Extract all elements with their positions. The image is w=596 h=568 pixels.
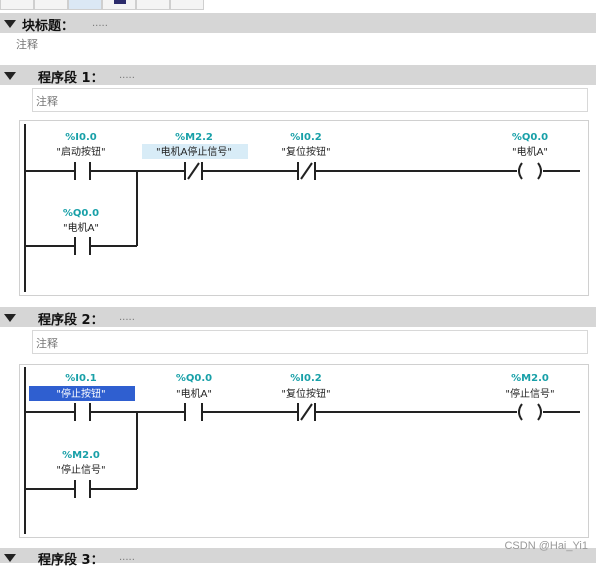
coil-symbol[interactable]: "停止信号" — [505, 387, 554, 400]
nc-contact-motor-a-stop-signal[interactable]: %M2.2 "电机A停止信号" — [142, 132, 248, 180]
tab-3[interactable] — [68, 0, 102, 10]
network-3-title: 程序段 3： — [38, 553, 104, 568]
tab-4[interactable] — [102, 0, 136, 10]
tab-2[interactable] — [34, 0, 68, 10]
contact-symbol[interactable]: "复位按钮" — [281, 145, 330, 158]
contact-slash — [300, 403, 313, 421]
coil-motor-a[interactable]: %Q0.0 "电机A" — [512, 132, 548, 180]
contact-address[interactable]: %I0.1 — [65, 373, 96, 384]
network-2-title: 程序段 2： — [38, 313, 104, 328]
contact-address[interactable]: %M2.0 — [62, 450, 100, 461]
contact-address[interactable]: %Q0.0 — [176, 373, 212, 384]
coil-address[interactable]: %M2.0 — [511, 373, 549, 384]
coil-left-arc — [518, 403, 523, 421]
contact-symbol[interactable]: "启动按钮" — [56, 145, 105, 158]
network-1-comment-box[interactable]: 注释 — [32, 88, 588, 112]
contact-address[interactable]: %I0.0 — [65, 132, 96, 143]
contact-symbol[interactable]: "复位按钮" — [281, 387, 330, 400]
contact-address[interactable]: %M2.2 — [175, 132, 213, 143]
contact-symbol[interactable]: "电机A停止信号" — [156, 145, 232, 158]
network-1-title-placeholder[interactable]: ..... — [119, 70, 135, 81]
network-1-comment[interactable]: 注释 — [36, 95, 58, 108]
tab-icon — [114, 0, 126, 4]
coil-address[interactable]: %Q0.0 — [512, 132, 548, 143]
network-1-ladder-area — [19, 120, 589, 296]
coil-left-arc — [518, 162, 523, 180]
network-2-title-placeholder[interactable]: ..... — [119, 312, 135, 323]
nc-contact-reset-button[interactable]: %I0.2 "复位按钮" — [281, 132, 331, 180]
tab-6[interactable] — [170, 0, 204, 10]
collapse-triangle-icon[interactable] — [4, 554, 16, 562]
contact-address[interactable]: %I0.2 — [290, 132, 321, 143]
contact-symbol-selected[interactable]: "停止按钮" — [56, 387, 105, 400]
block-title-label: 块标题： — [22, 19, 75, 34]
no-contact-start-button[interactable]: %I0.0 "启动按钮" — [56, 132, 106, 180]
no-contact-stop-signal-latch[interactable]: %M2.0 "停止信号" — [56, 450, 106, 498]
collapse-triangle-icon[interactable] — [4, 314, 16, 322]
collapse-triangle-icon[interactable] — [4, 20, 16, 28]
network-1-header[interactable]: 程序段 1： ..... — [0, 65, 596, 86]
watermark: CSDN @Hai_Yi1 — [504, 540, 588, 552]
contact-address[interactable]: %I0.2 — [290, 373, 321, 384]
coil-right-arc — [537, 162, 542, 180]
contact-slash — [187, 162, 200, 180]
coil-stop-signal[interactable]: %M2.0 "停止信号" — [505, 373, 555, 421]
collapse-triangle-icon[interactable] — [4, 72, 16, 80]
block-title-placeholder[interactable]: ..... — [92, 18, 108, 29]
no-contact-stop-button[interactable]: %I0.1 "停止按钮" — [29, 373, 135, 421]
network-2-header[interactable]: 程序段 2： ..... — [0, 307, 596, 328]
no-contact-motor-a-latch[interactable]: %Q0.0 "电机A" — [63, 208, 99, 255]
contact-symbol[interactable]: "电机A" — [176, 387, 212, 400]
tab-5[interactable] — [136, 0, 170, 10]
network-1-title: 程序段 1： — [38, 71, 104, 86]
no-contact-motor-a[interactable]: %Q0.0 "电机A" — [176, 373, 212, 421]
network-2-comment[interactable]: 注释 — [36, 337, 58, 350]
editor-tab-strip — [0, 0, 596, 10]
contact-slash — [300, 162, 313, 180]
contact-symbol[interactable]: "停止信号" — [56, 463, 105, 476]
coil-symbol[interactable]: "电机A" — [512, 145, 548, 158]
coil-right-arc — [537, 403, 542, 421]
nc-contact-reset-button[interactable]: %I0.2 "复位按钮" — [281, 373, 331, 421]
tab-1[interactable] — [0, 0, 34, 10]
network-3-title-placeholder[interactable]: ..... — [119, 552, 135, 563]
symbol-highlight — [142, 144, 248, 159]
contact-symbol[interactable]: "电机A" — [63, 221, 99, 234]
contact-address[interactable]: %Q0.0 — [63, 208, 99, 219]
symbol-selection — [29, 386, 135, 401]
block-title-header[interactable]: 块标题： ..... — [0, 13, 596, 34]
block-comment[interactable]: 注释 — [16, 38, 38, 51]
network-2-comment-box[interactable]: 注释 — [32, 330, 588, 354]
